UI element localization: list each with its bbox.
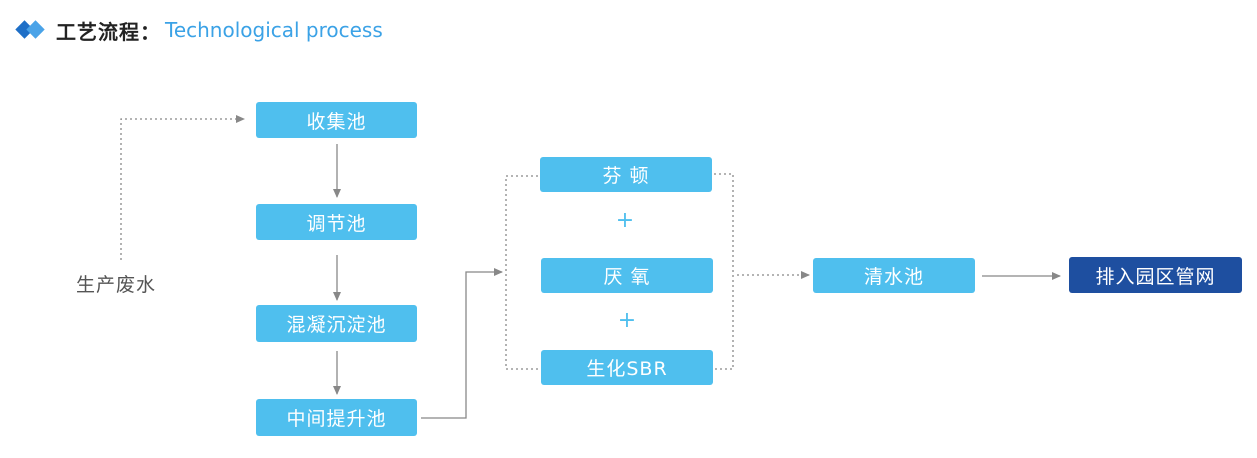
source-label: 生产废水 <box>76 274 157 296</box>
clear-water-tank-box: 清水池 <box>813 258 975 293</box>
anaerobic-box: 厌 氧 <box>541 258 713 293</box>
section-header: 工艺流程： Technological process <box>15 14 383 46</box>
treatment-right-bracket <box>714 173 734 370</box>
arrow-lift-to-treatment <box>421 268 503 419</box>
adjustment-tank-box: 调节池 <box>256 204 417 240</box>
plus-sign-1: + <box>615 208 635 233</box>
fenton-box: 芬 顿 <box>540 157 712 192</box>
discharge-box: 排入园区管网 <box>1069 257 1242 293</box>
bio-sbr-box: 生化SBR <box>541 350 713 385</box>
title-english: Technological process <box>165 18 383 42</box>
lift-tank-box: 中间提升池 <box>256 399 417 436</box>
title-chinese: 工艺流程： <box>56 19 161 44</box>
treatment-left-bracket <box>505 175 538 370</box>
plus-sign-2: + <box>617 308 637 333</box>
source-connector <box>120 115 245 260</box>
collection-tank-box: 收集池 <box>256 102 417 138</box>
coagulation-tank-box: 混凝沉淀池 <box>256 305 417 342</box>
